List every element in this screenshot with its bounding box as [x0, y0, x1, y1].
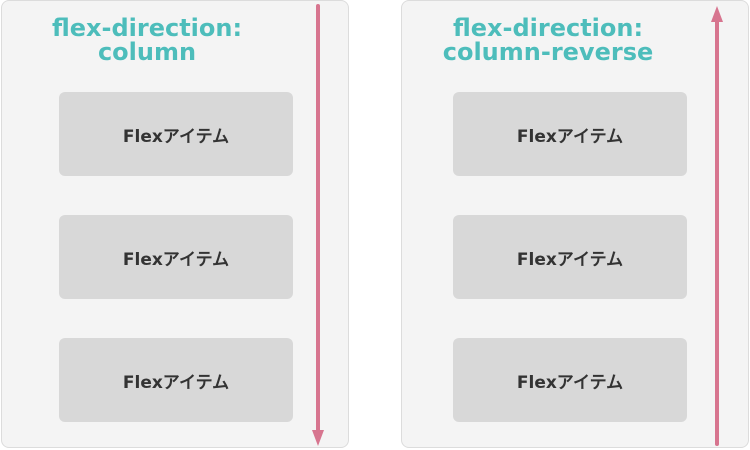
panel-title: flex-direction: column-reverse [442, 14, 654, 66]
panel-title: flex-direction: column [51, 14, 243, 66]
flex-item: Flexアイテム [59, 92, 293, 176]
flex-item: Flexアイテム [453, 92, 687, 176]
panel-column: flex-direction: column Flexアイテム Flexアイテム… [1, 0, 349, 448]
panel-column-reverse: flex-direction: column-reverse Flexアイテム … [401, 0, 749, 448]
flex-item: Flexアイテム [59, 338, 293, 422]
flex-item: Flexアイテム [453, 338, 687, 422]
flex-item: Flexアイテム [453, 215, 687, 299]
flex-item: Flexアイテム [59, 215, 293, 299]
